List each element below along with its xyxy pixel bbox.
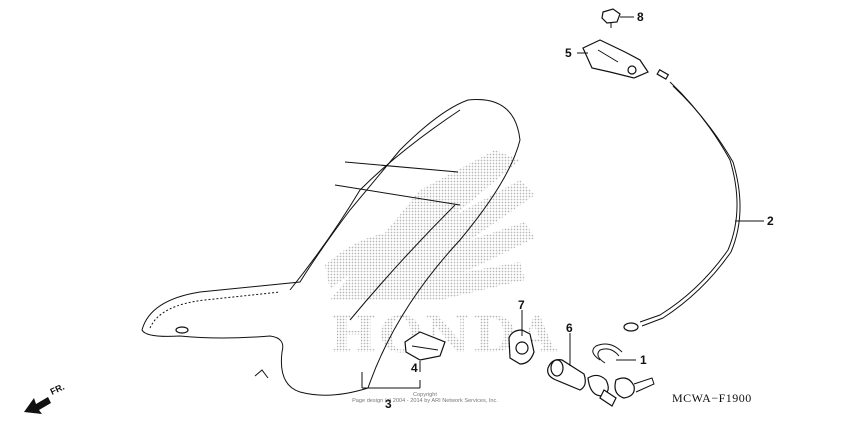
leader-lines <box>361 16 764 389</box>
seat-drawing <box>141 99 521 396</box>
honda-wing-watermark <box>325 150 535 300</box>
callout-4: 4 <box>411 361 418 375</box>
copyright-line-2: Page design (c) 2004 - 2014 by ARI Netwo… <box>352 398 498 404</box>
rubber-drawing <box>404 331 446 361</box>
front-arrow-label: FR. <box>49 382 66 397</box>
callout-2: 2 <box>767 214 774 228</box>
callout-6: 6 <box>566 321 573 335</box>
lock-cylinder-drawing <box>547 359 655 407</box>
copyright-line-1: Copyright <box>413 392 437 398</box>
front-arrow-icon: FR. <box>24 382 66 414</box>
clip-drawing <box>592 343 623 364</box>
bolt-drawing <box>601 8 621 28</box>
figure-code: MCWA−F1900 <box>672 391 752 405</box>
callout-7: 7 <box>518 298 525 312</box>
cable-drawing <box>623 68 741 332</box>
callout-8: 8 <box>637 10 644 24</box>
latch-drawing <box>582 39 649 79</box>
callout-3: 3 <box>385 397 392 411</box>
callout-5: 5 <box>565 46 572 60</box>
callout-1: 1 <box>640 353 647 367</box>
lock-cover-drawing <box>508 329 535 365</box>
